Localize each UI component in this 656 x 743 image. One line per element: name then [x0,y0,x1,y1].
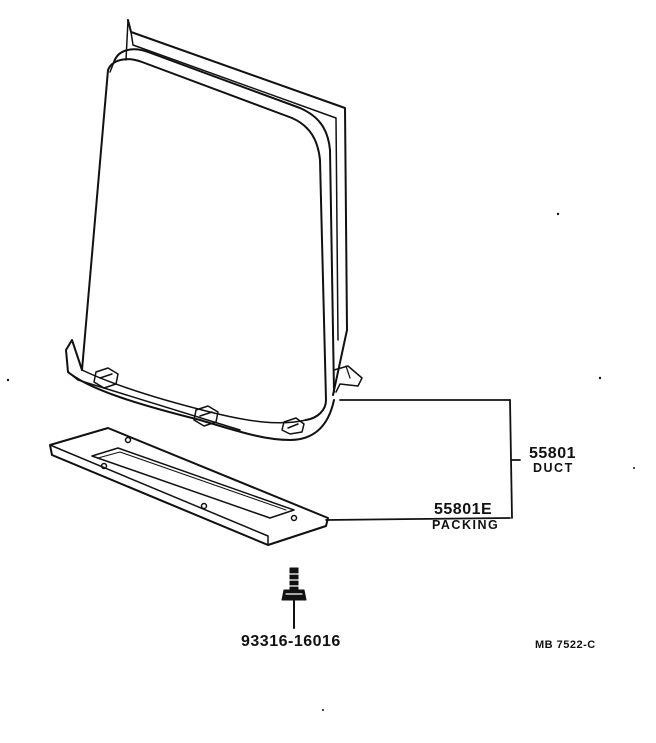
packing-opening [91,447,295,519]
packing-part [49,427,329,546]
packing-hole [200,502,208,510]
packing-hole [124,436,132,444]
packing-hole [100,462,108,470]
duct-part-name: DUCT [533,461,574,475]
duct-back-flange [127,19,348,396]
duct-part-number: 55801 [529,445,576,462]
packing-outline [49,427,329,546]
duct-mount-tab [193,405,219,427]
leader-lines [325,399,521,521]
group-bracket [509,399,521,519]
duct-part [65,19,363,441]
screw-part [281,567,307,629]
packing-part-name: PACKING [432,518,499,532]
packing-part-number: 55801E [434,501,492,518]
diagram-reference: MB 7522-C [535,639,596,651]
packing-hole [290,514,298,522]
duct-shell-outer [113,48,335,393]
packing-leader [325,517,511,521]
scan-specks [6,212,635,711]
duct-mount-tab [281,417,305,435]
duct-mount-tab [93,367,119,389]
duct-base-flange [65,339,335,441]
duct-shell-inner [107,58,327,421]
screw-part-number: 93316-16016 [241,633,341,650]
